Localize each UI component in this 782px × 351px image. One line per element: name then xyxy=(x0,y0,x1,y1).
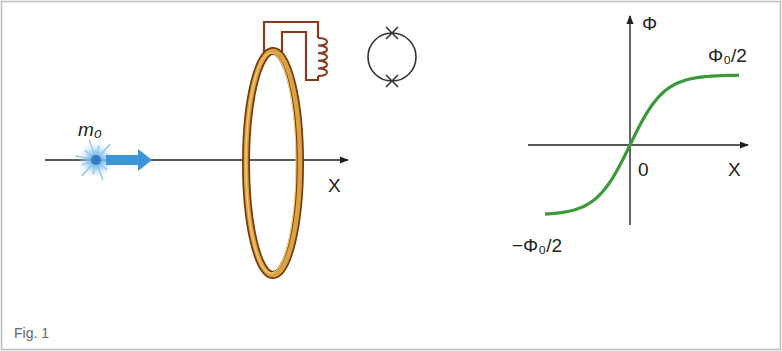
phi-axis xyxy=(629,16,630,225)
value-label: −Φ₀/2 xyxy=(512,236,562,255)
figure-caption: Fig. 1 xyxy=(14,326,49,340)
x-axis xyxy=(528,144,748,145)
origin-label: 0 xyxy=(638,160,649,179)
axis-label: Φ xyxy=(642,14,657,33)
pickup-loop xyxy=(246,51,300,275)
input-coil xyxy=(318,38,327,76)
monopole-label: m₀ xyxy=(78,120,102,139)
value-label: Φ₀/2 xyxy=(708,46,747,65)
monopole xyxy=(91,155,101,165)
axis-label: X xyxy=(728,160,741,179)
motion-arrow xyxy=(106,149,152,171)
squid-ring xyxy=(368,33,416,81)
pickup-loop xyxy=(246,53,296,273)
pickup-loop xyxy=(246,51,300,275)
flux-curve xyxy=(545,75,739,214)
axis-label: X xyxy=(328,176,341,195)
josephson-junction xyxy=(386,27,398,87)
